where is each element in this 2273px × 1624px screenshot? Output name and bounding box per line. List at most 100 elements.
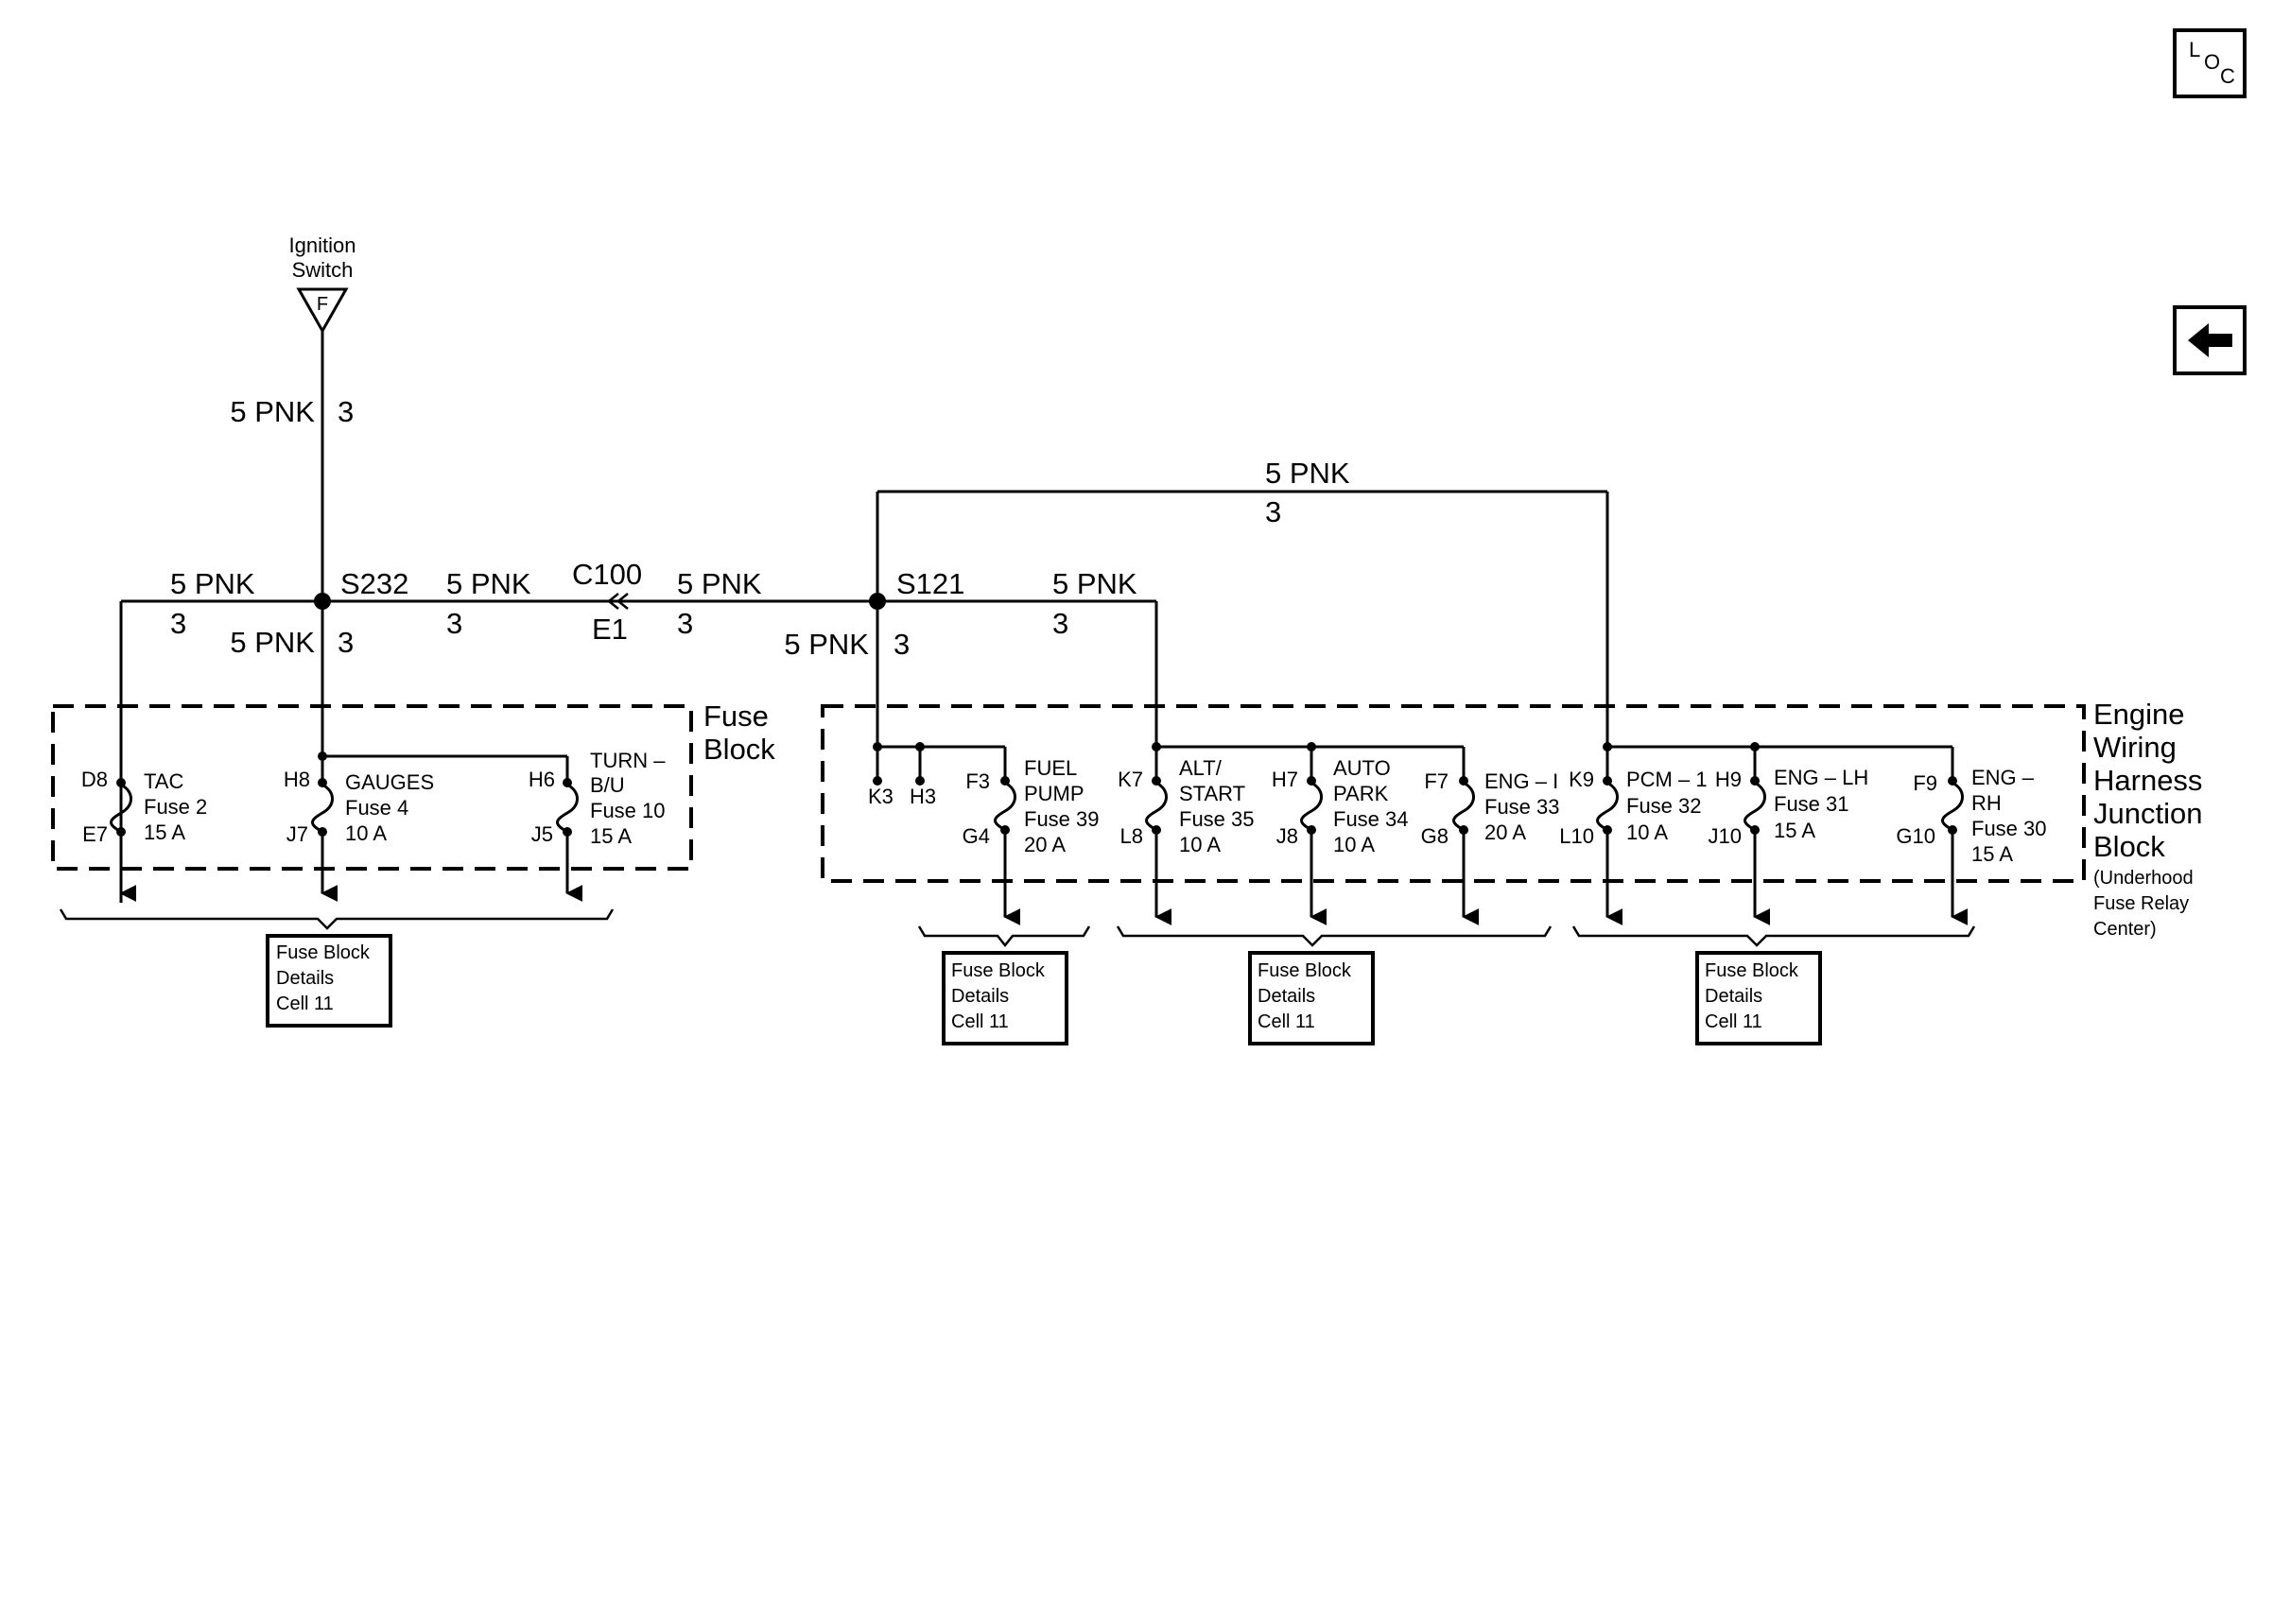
fuse-turn-label-1: TURN – (590, 749, 666, 772)
wire-label-s121-down-color: 5 PNK (784, 628, 869, 661)
ref3-line-3: Cell 11 (1258, 1011, 1315, 1032)
fuse-englh-label-3: 15 A (1774, 819, 1815, 842)
back-button[interactable] (2173, 305, 2247, 375)
fuse-pcm-pin-top: K9 (1569, 768, 1594, 791)
fuse-englh-label-2: Fuse 31 (1774, 792, 1849, 816)
connector-c100-label: C100 (572, 558, 642, 591)
fuse-auto-label-3: Fuse 34 (1333, 807, 1409, 831)
fuse-eng1-label-1: ENG – I (1484, 769, 1558, 793)
fuse-englh-pin-top: H9 (1715, 768, 1742, 791)
wire-label-c100-color: 5 PNK (677, 567, 762, 600)
fuse-block-label-2: Block (703, 733, 775, 766)
fuse-fuel-pin-bottom: G4 (963, 824, 990, 848)
fuse-alt-label-3: Fuse 35 (1179, 807, 1255, 831)
ignition-switch-letter: F (317, 294, 328, 315)
fuse-gauges-label-3: 10 A (345, 821, 387, 845)
fuse-fuel-label-2: PUMP (1024, 782, 1084, 805)
fuse-turn-label-3: Fuse 10 (590, 799, 666, 822)
fuse-gauges-pin-bottom: J7 (286, 822, 308, 846)
fuse-auto-label-1: AUTO (1333, 756, 1391, 780)
ref-fuse-block-details-1[interactable]: Fuse Block Details Cell 11 (266, 934, 392, 1028)
engine-block-label-5: Block (2093, 830, 2165, 863)
fuse-fuel-label-4: 20 A (1024, 833, 1066, 856)
fuse-tac-pin-top: D8 (81, 768, 108, 791)
loc-letter-o: O (2204, 50, 2220, 74)
loc-letter-c: C (2220, 64, 2235, 88)
fuse-engrh-label-3: Fuse 30 (1971, 817, 2047, 840)
bracket-fuel (917, 925, 1091, 948)
fuse-pcm-label-3: 10 A (1626, 821, 1668, 844)
ignition-switch-label-2: Switch (292, 258, 354, 282)
fuse-turn-label-4: 15 A (590, 824, 632, 848)
splice-s121-dot (869, 593, 886, 610)
fuse-fuel-pump: F3 G4 FUEL PUMP Fuse 39 20 A (963, 756, 1100, 925)
fuse-turn-pin-top: H6 (529, 768, 555, 791)
fuse-pcm-label-2: Fuse 32 (1626, 794, 1702, 818)
fuse-tac-label-1: TAC (144, 769, 183, 793)
loc-button[interactable]: L O C (2173, 28, 2247, 98)
wire-label-top-color: 5 PNK (1265, 457, 1350, 490)
fuse-gauges-pin-top: H8 (284, 768, 310, 791)
pin-k3-end (873, 776, 882, 786)
fuse-engrh-pin-top: F9 (1913, 771, 1937, 795)
loc-letter-l: L (2189, 38, 2200, 61)
pin-h3-end (915, 776, 925, 786)
ref4-line-1: Fuse Block (1705, 960, 1799, 981)
wire-label-s121-right-circuit: 3 (1052, 607, 1068, 640)
fuse-alt-label-1: ALT/ (1179, 756, 1223, 780)
ref3-line-2: Details (1258, 986, 1315, 1007)
fuse-pcm-pin-bottom: L10 (1559, 824, 1594, 848)
fuse-auto-label-2: PARK (1333, 782, 1389, 805)
ref1-line-1: Fuse Block (276, 942, 371, 963)
bracket-fuse-block (59, 908, 615, 930)
ref-fuse-block-details-3[interactable]: Fuse Block Details Cell 11 (1248, 951, 1375, 1045)
fuse-eng1-pin-top: F7 (1424, 769, 1449, 793)
fuse-alt-pin-top: K7 (1118, 768, 1143, 791)
fuse-gauges-label-1: GAUGES (345, 770, 434, 794)
fuse-gauges-label-2: Fuse 4 (345, 796, 408, 820)
wire-label-ign-circuit: 3 (338, 395, 354, 428)
engine-block-label-3: Harness (2093, 764, 2202, 797)
fuse-block-label-1: Fuse (703, 700, 769, 733)
loc-button-frame (2173, 28, 2247, 98)
connector-c100-pin: E1 (592, 613, 628, 646)
wire-label-left-color: 5 PNK (170, 567, 255, 600)
engine-block-label-4: Junction (2093, 797, 2202, 830)
fuse-eng-lh: H9 J10 ENG – LH Fuse 31 15 A (1709, 766, 1868, 925)
fuse-eng1-pin-bottom: G8 (1421, 824, 1449, 848)
fuse-auto-label-4: 10 A (1333, 833, 1375, 856)
wire-label-left-circuit: 3 (170, 607, 186, 640)
wire-label-top-circuit: 3 (1265, 495, 1281, 528)
ignition-switch-label-1: Ignition (289, 233, 356, 257)
fuse-engrh-pin-bottom: G10 (1896, 824, 1935, 848)
fuse-eng-rh: F9 G10 ENG – RH Fuse 30 15 A (1896, 766, 2047, 925)
fuse-eng1-label-3: 20 A (1484, 821, 1526, 844)
ref-fuse-block-details-4[interactable]: Fuse Block Details Cell 11 (1695, 951, 1822, 1045)
ref1-line-2: Details (276, 968, 334, 989)
wire-label-s121-down-circuit: 3 (894, 628, 910, 661)
fuse-englh-pin-bottom: J10 (1709, 824, 1742, 848)
splice-s232-label: S232 (340, 567, 408, 600)
engine-block-label-2: Wiring (2093, 731, 2177, 764)
fuse-fuel-label-3: Fuse 39 (1024, 807, 1100, 831)
fuse-auto-pin-bottom: J8 (1276, 824, 1298, 848)
engine-block-label-1: Engine (2093, 698, 2185, 731)
left-arrow-icon (2188, 323, 2232, 357)
wire-label-c100-circuit: 3 (677, 607, 693, 640)
fuse-fuel-pin-top: F3 (965, 769, 990, 793)
ref2-line-3: Cell 11 (951, 1011, 1009, 1032)
wire-label-down-circuit: 3 (338, 626, 354, 659)
fuse-fuel-label-1: FUEL (1024, 756, 1077, 780)
fuse-turn-pin-bottom: J5 (531, 822, 553, 846)
splice-s232-dot (314, 593, 331, 610)
fuse-eng1-label-2: Fuse 33 (1484, 795, 1560, 819)
ref-fuse-block-details-2[interactable]: Fuse Block Details Cell 11 (942, 951, 1068, 1045)
splice-s121-label: S121 (896, 567, 964, 600)
fuse-auto-pin-top: H7 (1272, 768, 1298, 791)
ignition-switch-terminal (296, 287, 349, 335)
ref1-line-3: Cell 11 (276, 993, 334, 1014)
ref2-line-1: Fuse Block (951, 960, 1046, 981)
fuse-auto-park: H7 J8 AUTO PARK Fuse 34 10 A (1272, 756, 1409, 925)
fuse-alt-pin-bottom: L8 (1120, 824, 1143, 848)
bracket-alt-auto-eng (1116, 925, 1553, 947)
